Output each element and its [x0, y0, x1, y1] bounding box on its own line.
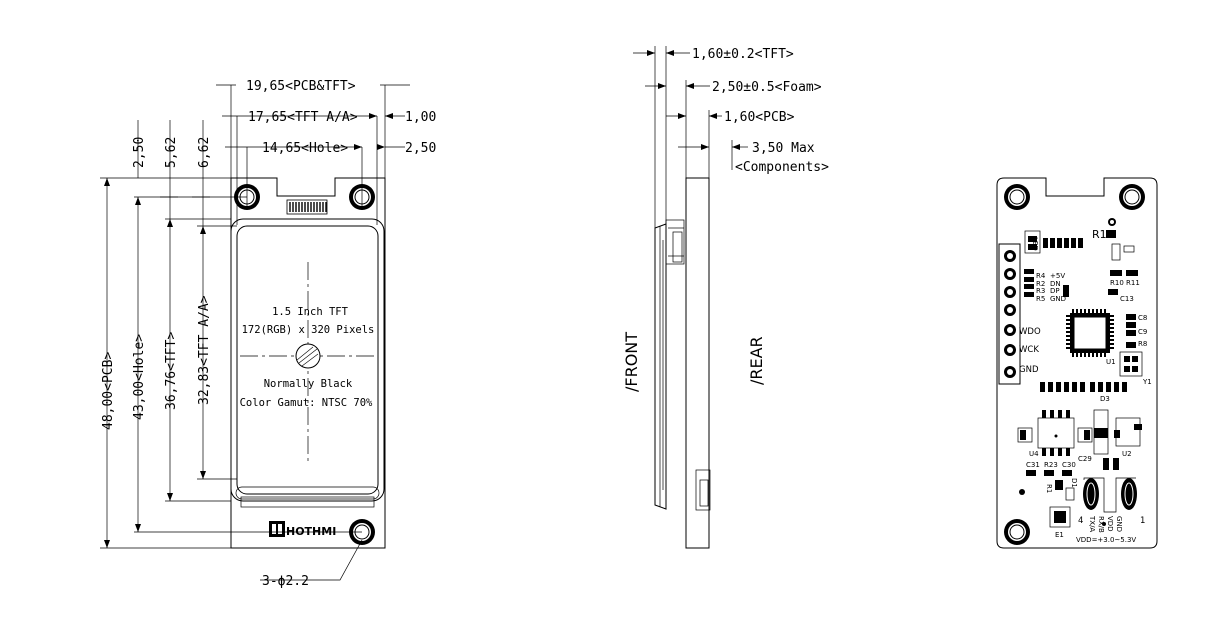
hothmi-logo: HOTHMI: [269, 521, 336, 538]
r10-label: R10: [1110, 279, 1124, 287]
front-label: /FRONT: [622, 332, 641, 392]
side-pin-wdo: WDO: [1019, 327, 1041, 337]
y1-label: Y1: [1142, 378, 1152, 386]
r23-label: R23: [1044, 461, 1058, 469]
cap-label-r8: R8: [1138, 340, 1147, 348]
rear-hole-bottom-left: [1004, 519, 1030, 545]
rear-pcb-outline: [996, 177, 1158, 549]
conn-label-gnd: GND: [1115, 516, 1123, 532]
dim-tft-thickness: 1,60±0.2<TFT>: [692, 47, 794, 62]
side-pin-wck: WCK: [1019, 345, 1039, 355]
c29-label: C29: [1078, 455, 1092, 463]
dim-pcb-tft-width: 19,65<PCB&TFT>: [246, 79, 356, 94]
d1-label: D1: [1070, 478, 1078, 488]
conn-label-vdd: VDD: [1106, 516, 1114, 532]
logo-text: HOTHMI: [286, 525, 336, 538]
conn-label-txa: TX/A: [1088, 515, 1096, 532]
side-view: 1,60±0.2<TFT> 2,50±0.5<Foam> 1,60<PCB> 3…: [622, 46, 829, 549]
tft-active-area: [236, 225, 379, 495]
rear-view: LED R1 +5V DN DP GND R4 R2 R3 R5 WDO WCK…: [996, 177, 1158, 549]
res-label-r4: R4: [1036, 272, 1046, 280]
dim-tft-aa-width: 17,65<TFT A/A>: [248, 110, 358, 125]
vdd-note: VDD=+3.0~5.3V: [1076, 536, 1136, 544]
conn-pin1: 1: [1140, 516, 1145, 526]
c31-label: C31: [1026, 461, 1040, 469]
rear-header: [998, 243, 1021, 385]
dim-top-tft: 5,62: [164, 137, 179, 168]
pin-label-dn: DN: [1050, 280, 1061, 288]
r1-label: R1: [1092, 228, 1107, 241]
dim-hole-edge: 2,50: [405, 141, 436, 156]
u4-label: U4: [1029, 450, 1039, 458]
front-view: 1.5 Inch TFT 172(RGB) x 320 Pixels Norma…: [100, 79, 436, 589]
dim-top-hole: 2,50: [132, 137, 147, 168]
main-ic: [1066, 309, 1114, 357]
pcb-outline: [230, 177, 386, 549]
c30-label: C30: [1062, 461, 1076, 469]
u1-label: U1: [1106, 358, 1116, 366]
screen-line3: Normally Black: [264, 378, 353, 390]
dim-hole-spacing: 14,65<Hole>: [262, 141, 348, 156]
hole-callout: 3-ϕ2.2: [262, 574, 309, 589]
u2-label: U2: [1122, 450, 1132, 458]
screen-line2: 172(RGB) x 320 Pixels: [242, 324, 375, 336]
fpc-connector: [286, 199, 328, 215]
d3-label: D3: [1100, 395, 1110, 403]
pin-label-5v: +5V: [1050, 272, 1065, 280]
dim-hole-height: 43,00<Hole>: [132, 334, 147, 420]
conn-label-rxb: RX/B: [1097, 516, 1105, 533]
conn-pin4: 4: [1078, 516, 1083, 526]
dim-aa-height: 32,83<TFT A/A>: [197, 295, 212, 405]
e1-label: E1: [1055, 531, 1064, 539]
side-pcb: [685, 177, 710, 549]
led-label: LED: [1031, 237, 1039, 251]
cap-label-c9: C9: [1138, 328, 1147, 336]
dim-right-margin: 1,00: [405, 110, 436, 125]
pin-label-dp: DP: [1050, 287, 1060, 295]
dim-pcb-height: 48,00<PCB>: [101, 352, 116, 430]
screen-line1: 1.5 Inch TFT: [272, 306, 349, 318]
c13-label: C13: [1120, 295, 1134, 303]
side-tft: [654, 223, 667, 510]
dim-tft-height: 36,76<TFT>: [164, 332, 179, 410]
r11-label: R11: [1126, 279, 1140, 287]
cap-label-c8: C8: [1138, 314, 1147, 322]
dim-components: 3,50 Max: [752, 141, 815, 156]
tft-outline: [230, 218, 385, 502]
rear-hole-top-right: [1119, 184, 1145, 210]
pin-label-gnd: GND: [1050, 295, 1066, 303]
res-label-r3: R3: [1036, 287, 1045, 295]
dim-top-aa: 6,62: [197, 137, 212, 168]
tft-glass-bottom: [240, 496, 375, 508]
res-label-r2: R2: [1036, 280, 1045, 288]
side-pin-gnd: GND: [1019, 365, 1039, 375]
res-label-r5: R5: [1036, 295, 1045, 303]
r1b-label: R1: [1045, 484, 1053, 493]
rear-label: /REAR: [747, 336, 766, 385]
rear-hole-top-left: [1004, 184, 1030, 210]
dim-pcb-thickness: 1,60<PCB>: [724, 110, 795, 125]
screen-line4: Color Gamut: NTSC 70%: [240, 397, 373, 409]
dim-components-sub: <Components>: [735, 160, 829, 175]
dim-foam: 2,50±0.5<Foam>: [712, 80, 822, 95]
